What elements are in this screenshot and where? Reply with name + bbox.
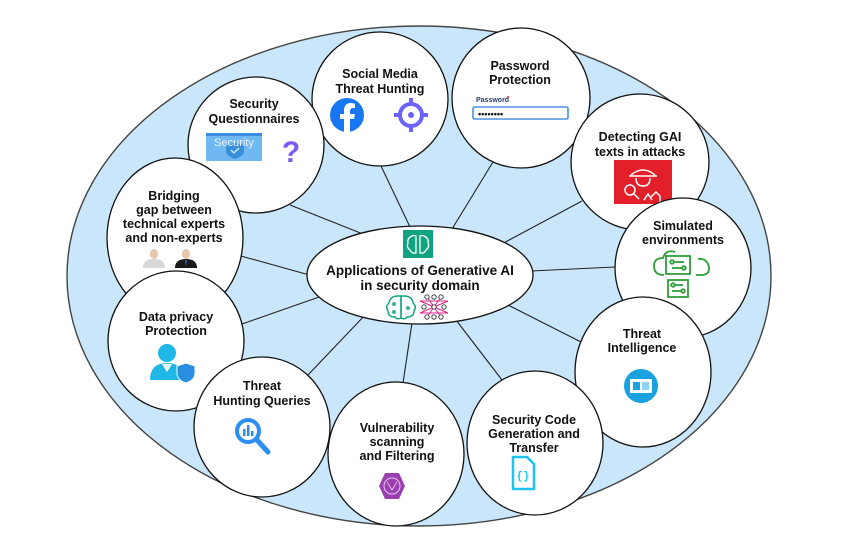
hexagon-scan-icon: [379, 473, 405, 499]
node-vulnerability-ellipse: [327, 381, 465, 527]
password-field-label: Password: [476, 97, 509, 104]
node-bridging-gap-line3: technical experts: [123, 217, 225, 231]
node-security-questionnaires-line1: Security: [229, 97, 278, 111]
node-vulnerability-line3: and Filtering: [360, 449, 435, 463]
center-title-line1: Applications of Generative AI: [326, 263, 514, 278]
center-title-line2: in security domain: [360, 278, 479, 293]
node-threat-intel-line1: Threat: [623, 327, 662, 341]
security-card-icon: Security: [206, 133, 262, 161]
node-password-line2: Protection: [489, 73, 551, 87]
node-bridging-gap[interactable]: Bridging gap between technical experts a…: [106, 157, 244, 319]
connector-threat-intel: [503, 302, 582, 343]
detective-icon: [614, 160, 672, 204]
node-threat-intel[interactable]: Threat Intelligence: [574, 296, 712, 448]
node-detecting-gai-line2: texts in attacks: [595, 145, 685, 159]
node-data-privacy[interactable]: Data privacy Protection: [107, 270, 245, 412]
node-threat-hunting-queries-line1: Threat: [243, 379, 282, 393]
security-card-text: Security: [214, 137, 254, 149]
node-detecting-gai[interactable]: Detecting GAI texts in attacks: [570, 93, 710, 231]
node-data-privacy-line2: Protection: [145, 324, 207, 338]
connector-detecting-gai: [497, 200, 583, 247]
node-data-privacy-line1: Data privacy: [139, 310, 213, 324]
search-analytics-icon: [235, 418, 271, 455]
node-password[interactable]: Password Protection Password ••••••••: [451, 27, 591, 169]
node-vulnerability[interactable]: Vulnerability scanning and Filtering: [327, 381, 465, 527]
neural-network-icon: [419, 294, 449, 320]
node-vulnerability-line2: scanning: [370, 435, 425, 449]
cloud-server-icon: [653, 250, 710, 298]
node-data-privacy-ellipse: [107, 270, 245, 412]
ai-brain-icon: [403, 230, 433, 258]
connectors: [240, 161, 616, 384]
node-threat-hunting-queries-line2: Hunting Queries: [213, 394, 310, 408]
node-social-media-ellipse: [311, 31, 449, 167]
node-security-questionnaires-line2: Questionnaires: [209, 112, 300, 126]
connector-simulated-env: [530, 266, 616, 272]
connector-security-questionnaires: [289, 204, 364, 235]
password-field-icon: Password ••••••••: [472, 96, 569, 120]
node-simulated-env-line2: environments: [642, 233, 724, 247]
connector-bridging-gap: [240, 255, 314, 277]
node-security-code-line2: Generation and: [488, 427, 580, 441]
connector-social-media: [380, 165, 411, 228]
node-simulated-env-line1: Simulated: [653, 219, 713, 233]
node-bridging-gap-line4: and non-experts: [125, 231, 222, 245]
code-glyph: {}: [516, 471, 529, 483]
node-password-ellipse: [451, 27, 591, 169]
connector-data-privacy: [241, 295, 323, 325]
node-bridging-gap-line1: Bridging: [148, 189, 199, 203]
node-social-media[interactable]: Social Media Threat Hunting: [311, 31, 449, 167]
center-node[interactable]: Applications of Generative AI in securit…: [306, 225, 534, 325]
node-threat-hunting-queries-ellipse: [193, 356, 331, 498]
target-icon: [394, 98, 428, 132]
center-ellipse: [306, 225, 534, 325]
node-threat-hunting-queries[interactable]: Threat Hunting Queries: [193, 356, 331, 498]
node-security-code-ellipse: [466, 370, 604, 516]
password-field-value: ••••••••: [478, 109, 503, 119]
connector-threat-hunting-queries: [306, 312, 368, 377]
connector-password: [451, 161, 494, 230]
intel-folder-icon: [624, 369, 658, 403]
question-mark-icon: ?: [282, 136, 300, 169]
node-security-questionnaires[interactable]: Security Questionnaires Security ?: [187, 76, 325, 214]
circuit-brain-icon: [386, 295, 416, 320]
node-social-media-line1: Social Media: [342, 67, 419, 81]
node-security-code-line3: Transfer: [509, 441, 558, 455]
connector-security-code: [455, 319, 503, 381]
facebook-icon: [330, 98, 364, 132]
node-password-line1: Password: [490, 59, 549, 73]
node-social-media-line2: Threat Hunting: [336, 82, 425, 96]
node-security-code[interactable]: Security Code Generation and Transfer {}: [466, 370, 604, 516]
user-shield-icon: [150, 344, 196, 384]
code-file-icon: {}: [511, 455, 536, 491]
person-business-icon: [175, 249, 197, 268]
node-vulnerability-line1: Vulnerability: [360, 421, 435, 435]
node-bridging-gap-line2: gap between: [136, 203, 212, 217]
node-security-code-line1: Security Code: [492, 413, 576, 427]
node-detecting-gai-line1: Detecting GAI: [599, 130, 682, 144]
node-threat-intel-line2: Intelligence: [608, 341, 677, 355]
connector-vulnerability: [402, 322, 413, 384]
person-casual-icon: [143, 249, 165, 268]
